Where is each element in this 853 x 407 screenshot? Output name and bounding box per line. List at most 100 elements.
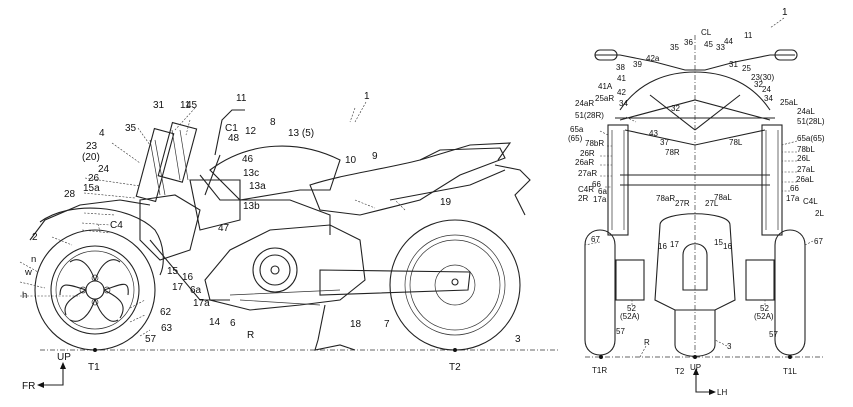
ref-11: 11 — [180, 100, 191, 111]
right-suspension — [607, 124, 629, 236]
engine — [204, 224, 366, 311]
ref-26: 26 — [88, 173, 100, 184]
swing-arm — [319, 269, 471, 296]
caliper-right — [615, 259, 645, 301]
arrow-up-icon — [60, 362, 66, 369]
side-view: 11 31 45 11 35 4 23 (20) 24 26 15a 28 C4… — [19, 91, 560, 392]
ref-17-front: 17 — [670, 240, 679, 249]
ref-T2-front: T2 — [675, 367, 685, 376]
ref-35: 35 — [125, 123, 137, 134]
ref-17a: 17a — [193, 298, 210, 309]
ref-36: 36 — [684, 38, 693, 47]
ref-78bR: 78bR — [585, 139, 604, 148]
ref-46: 46 — [242, 154, 254, 165]
ref-65a-right: 65a — [570, 125, 584, 134]
ref-24aL: 24aL — [797, 107, 815, 116]
ref-25aR: 25aR — [595, 94, 614, 103]
ref-h: h — [22, 290, 27, 301]
ref-8: 8 — [270, 117, 276, 128]
ref-51-28L: 51(28L) — [797, 117, 825, 126]
ref-T1R: T1R — [592, 366, 607, 375]
storage-box — [189, 179, 241, 231]
front-view: 1 CL 11 36 35 45 33 44 38 39 42a 31 25 2… — [568, 7, 825, 397]
ref-13a: 13a — [249, 181, 266, 192]
ref-31-front: 31 — [729, 60, 738, 69]
ref-27L: 27L — [705, 199, 719, 208]
ref-1-side: 1 — [364, 91, 370, 102]
ref-41A: 41A — [598, 82, 613, 91]
ref-45: 45 — [186, 100, 198, 111]
left-suspension — [761, 124, 783, 236]
ref-2R: 2R — [578, 194, 588, 203]
ref-25aL: 25aL — [780, 98, 798, 107]
ref-32-mid: 32 — [671, 104, 680, 113]
ref-24aR: 24aR — [575, 99, 594, 108]
axis-lh-label: LH — [717, 388, 727, 397]
ref-14: 14 — [209, 317, 221, 328]
handlebar — [214, 109, 245, 156]
arrow-right-icon — [709, 389, 716, 395]
ref-15a: 15a — [83, 183, 100, 194]
ref-62: 62 — [160, 307, 172, 318]
ref-57-right: 57 — [616, 327, 625, 336]
ref-78R: 78R — [665, 148, 680, 157]
ref-27R: 27R — [675, 199, 690, 208]
ref-57-left: 57 — [769, 330, 778, 339]
ref-w: w — [24, 267, 32, 278]
ref-65a-65-left: 65a(65) — [797, 134, 825, 143]
ref-43: 43 — [649, 129, 658, 138]
direction-indicator-side: UP FR — [22, 352, 71, 392]
front-fairing — [619, 71, 771, 111]
ref-7: 7 — [384, 319, 390, 330]
ref-78aL: 78aL — [714, 193, 732, 202]
ref-26aR: 26aR — [575, 158, 594, 167]
ref-44: 44 — [724, 37, 733, 46]
arrow-up-icon — [693, 368, 699, 375]
ref-42a: 42a — [646, 54, 660, 63]
ref-16-left: 16 — [723, 242, 732, 251]
ref-52A-left: (52A) — [754, 312, 774, 321]
frame — [199, 174, 331, 235]
ref-3-front: 3 — [727, 342, 732, 351]
ref-66-right: 66 — [592, 180, 601, 189]
front-suspension-mechanism — [135, 121, 230, 301]
front-wheel — [34, 229, 156, 352]
ref-45-front: 45 — [704, 40, 713, 49]
ref-23-30: 23(30) — [751, 73, 774, 82]
ref-19: 19 — [440, 197, 452, 208]
ref-51-28R: 51(28R) — [575, 111, 604, 120]
ref-12: 12 — [245, 126, 257, 137]
axis-up-label: UP — [57, 352, 71, 363]
ref-2L: 2L — [815, 209, 824, 218]
ref-78bL: 78bL — [797, 145, 815, 154]
ref-63: 63 — [161, 323, 173, 334]
ref-R: R — [247, 330, 254, 341]
ref-16: 16 — [182, 272, 194, 283]
center-body — [654, 213, 736, 311]
ref-17a-right: 17a — [593, 195, 607, 204]
fuel-tank-cover — [209, 145, 341, 201]
rear-fender — [494, 164, 531, 216]
ref-25: 25 — [742, 64, 751, 73]
ref-47: 47 — [218, 223, 230, 234]
ref-17a-left: 17a — [786, 194, 800, 203]
ref-11-handle: 11 — [236, 93, 247, 104]
ref-C4: C4 — [110, 220, 123, 231]
ref-28: 28 — [64, 189, 76, 200]
direction-indicator-front: UP LH — [690, 363, 727, 397]
ref-C4L: C4L — [803, 197, 818, 206]
ref-9: 9 — [372, 151, 378, 162]
ref-15: 15 — [167, 266, 179, 277]
ref-65-right: (65) — [568, 134, 583, 143]
axis-up-label-front: UP — [690, 363, 701, 372]
ref-67-right: 67 — [591, 235, 600, 244]
arrow-left-icon — [37, 382, 44, 388]
ref-16-right: 16 — [658, 242, 667, 251]
ref-34-left: 34 — [764, 94, 773, 103]
ref-T1L: T1L — [783, 367, 797, 376]
ref-78aR: 78aR — [656, 194, 675, 203]
ref-C1: C1 — [225, 123, 238, 134]
ref-4: 4 — [99, 128, 105, 139]
ref-n: n — [31, 254, 36, 265]
